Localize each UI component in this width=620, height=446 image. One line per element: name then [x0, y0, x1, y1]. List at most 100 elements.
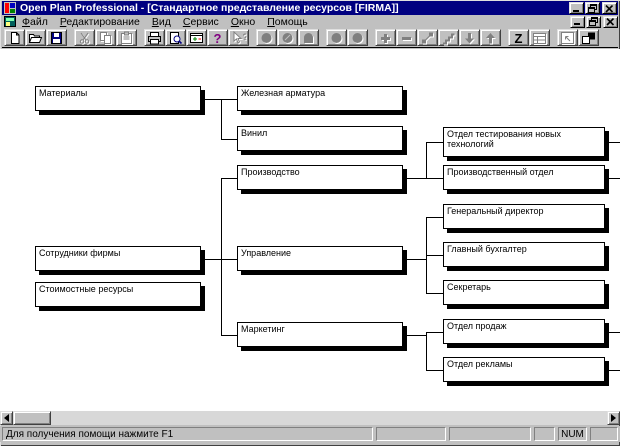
letter-z-icon: Z [511, 31, 526, 45]
resource-box-proizvodstvennyj-otdel[interactable]: Производственный отдел [443, 165, 605, 190]
toolbar-print-button[interactable] [144, 29, 165, 46]
close-icon [605, 1, 614, 16]
menu-item-window[interactable]: Окно [230, 15, 256, 28]
connector-line [426, 255, 443, 256]
toolbar-open-button[interactable] [25, 29, 46, 46]
toolbar-sort-button[interactable]: Z [508, 29, 529, 46]
arrow-down-icon [462, 31, 477, 45]
svg-text:Z: Z [515, 31, 523, 45]
resource-box-otdel-reklamy[interactable]: Отдел рекламы [443, 357, 605, 382]
toolbar-arrange-windows-button[interactable] [578, 29, 599, 46]
resource-box-upravlenie[interactable]: Управление [237, 246, 403, 271]
resource-box-materialy[interactable]: Материалы [35, 86, 201, 111]
menu-item-edit[interactable]: Редактирование [59, 15, 140, 28]
window-corner-icon [560, 31, 575, 45]
toolbar: ?? Z [2, 28, 618, 48]
resource-box-stoimostnye-resursy[interactable]: Стоимостные ресурсы [35, 282, 201, 307]
scroll-left-button[interactable] [0, 411, 13, 425]
menu-item-view[interactable]: Вид [151, 15, 171, 28]
menu-item-service[interactable]: Сервис [182, 15, 219, 28]
minimize-icon [572, 1, 581, 16]
toolbar-link-nodes-button [417, 29, 438, 46]
question-mark-icon: ? [210, 31, 225, 45]
form-icon [532, 31, 547, 45]
resource-box-marketing[interactable]: Маркетинг [237, 322, 403, 347]
scroll-right-icon [611, 414, 616, 422]
toolbar-save-button[interactable] [46, 29, 67, 46]
status-panel-3 [534, 427, 555, 441]
connector-line [609, 142, 620, 143]
scroll-right-button[interactable] [607, 411, 620, 425]
connector-line [426, 142, 443, 143]
child-window-close-button[interactable] [603, 15, 618, 28]
scrollbar-thumb[interactable] [13, 411, 51, 425]
menu-item-file[interactable]: Файл [22, 15, 48, 28]
child-window-restore-button[interactable] [586, 14, 601, 29]
minimize-icon [573, 14, 582, 29]
connector-line [426, 178, 443, 179]
toolbar-move-up-button [480, 29, 501, 46]
window-restore-button[interactable] [585, 2, 600, 14]
toolbar-outline-button [438, 29, 459, 46]
resource-box-otdel-testirovaniya[interactable]: Отдел тестирования новых технологий [443, 127, 605, 157]
toolbar-new-button[interactable] [4, 29, 25, 46]
clipboard-icon [119, 31, 134, 45]
toolbar-move-down-button [459, 29, 480, 46]
connector-line [407, 259, 426, 260]
toolbar-shape-circle-3-button [326, 29, 347, 46]
scissors-icon [77, 31, 92, 45]
window-close-button[interactable] [602, 2, 617, 14]
status-panel-1 [376, 427, 446, 441]
connector-line [426, 142, 427, 178]
resource-box-zheleznaya-armatura[interactable]: Железная арматура [237, 86, 403, 111]
connector-line [205, 99, 221, 100]
connector-line [221, 139, 237, 140]
toolbar-group-6 [375, 29, 501, 46]
resource-box-sotrudniki-firmy[interactable]: Сотрудники фирмы [35, 246, 201, 271]
connector-line [205, 259, 221, 260]
printer-icon [147, 31, 162, 45]
toolbar-remove-node-button [396, 29, 417, 46]
connector-line [221, 178, 222, 335]
resource-box-generalnyj-direktor[interactable]: Генеральный директор [443, 204, 605, 229]
squares-overlap-icon [581, 31, 596, 45]
menu-bar: Файл Редактирование Вид Сервис Окно Помощь [2, 15, 618, 28]
plus-icon [378, 31, 393, 45]
connector-line [426, 370, 443, 371]
restore-icon [588, 14, 599, 29]
menu-item-help[interactable]: Помощь [267, 15, 308, 28]
resource-box-otdel-prodazh[interactable]: Отдел продаж [443, 319, 605, 344]
child-window-controls [569, 14, 618, 29]
window-minimize-button[interactable] [569, 2, 584, 14]
restore-icon [587, 1, 598, 16]
toolbar-assign-button[interactable] [186, 29, 207, 46]
connector-line [221, 99, 222, 139]
toolbar-context-help-button: ? [228, 29, 249, 46]
resource-box-glavnyj-buhgalter[interactable]: Главный бухгалтер [443, 242, 605, 267]
toolbar-group-7: Z [508, 29, 550, 46]
page-icon [7, 31, 22, 45]
resource-box-sekretar[interactable]: Секретарь [443, 280, 605, 305]
window-title: Open Plan Professional - [Стандартное пр… [20, 2, 399, 14]
toolbar-group-2 [74, 29, 137, 46]
child-window-minimize-button[interactable] [570, 14, 585, 29]
toolbar-shape-circle-2-button [277, 29, 298, 46]
horizontal-scrollbar[interactable] [0, 411, 620, 425]
menu-items: Файл Редактирование Вид Сервис Окно Помощь [16, 15, 569, 28]
resource-box-vinil[interactable]: Винил [237, 126, 403, 151]
svg-text:?: ? [243, 32, 247, 42]
toolbar-table-view-button [529, 29, 550, 46]
arrow-up-icon [483, 31, 498, 45]
toolbar-help-button[interactable]: ? [207, 29, 228, 46]
connector-line [426, 332, 443, 333]
connector-line [407, 335, 426, 336]
toolbar-print-preview-button[interactable] [165, 29, 186, 46]
app-icon [4, 2, 16, 14]
resource-box-proizvodstvo[interactable]: Производство [237, 165, 403, 190]
document-icon [4, 16, 16, 27]
connector-line [407, 178, 426, 179]
status-bar: Для получения помощи нажмите F1 NUM [0, 426, 620, 442]
circle-icon [259, 31, 274, 45]
circle-icon [350, 31, 365, 45]
